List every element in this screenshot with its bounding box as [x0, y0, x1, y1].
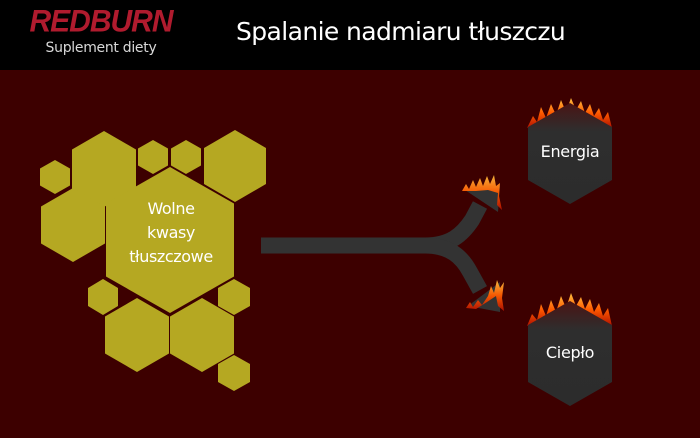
hex-large: [170, 298, 234, 372]
source-label: Wolne kwasy tłuszczowe: [110, 197, 232, 269]
hex-small: [171, 140, 201, 174]
brand-tagline: Suplement diety: [45, 40, 157, 56]
output-label-energia: Energia: [540, 142, 600, 161]
header-bar: REDBURN Suplement diety Spalanie nadmiar…: [0, 0, 700, 70]
brand-name: REDBURN: [29, 4, 174, 39]
hex-small: [40, 160, 70, 194]
hex-small: [88, 279, 118, 315]
source-label-line: Wolne: [147, 199, 195, 218]
brand-logo: REDBURN Suplement diety: [26, 4, 176, 57]
fork-arrow: [261, 175, 504, 312]
source-label-line: tłuszczowe: [129, 247, 213, 266]
output-hex-cieplo: [527, 293, 612, 406]
arrowhead-up: [465, 186, 500, 212]
hex-small: [138, 140, 168, 174]
hex-small: [218, 355, 250, 391]
hex-large: [41, 188, 105, 262]
hex-large: [72, 131, 136, 207]
output-hex-energia: [527, 98, 612, 204]
hex-center: [106, 167, 234, 313]
hex-small: [218, 279, 250, 315]
hex-large: [204, 130, 266, 202]
flame-icon: [462, 175, 504, 311]
flame-icon: [527, 293, 612, 326]
output-label-cieplo: Ciepło: [545, 343, 595, 362]
hex-large: [105, 298, 169, 372]
fatty-acid-hex-cluster: [40, 130, 266, 391]
source-label-line: kwasy: [147, 223, 195, 242]
page-title: Spalanie nadmiaru tłuszczu: [236, 17, 566, 46]
